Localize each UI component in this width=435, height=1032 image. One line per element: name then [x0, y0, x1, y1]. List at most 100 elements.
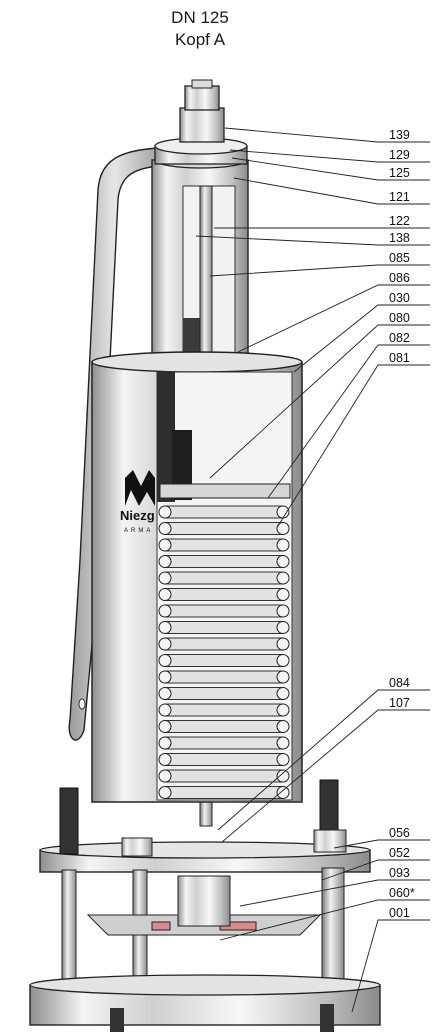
- leader-line: [221, 709, 430, 843]
- coil-section-right: [276, 571, 290, 585]
- part-label-056: 056: [389, 826, 410, 840]
- coil-section-left: [158, 505, 172, 519]
- leader-line: [293, 304, 430, 373]
- leader-line: [321, 859, 430, 881]
- part-label-082: 082: [389, 331, 410, 345]
- coil-section-left: [158, 654, 172, 667]
- coil-section-left: [158, 753, 172, 766]
- part-label-081: 081: [389, 351, 410, 365]
- leader-line: [217, 689, 430, 831]
- coil-section-right: [276, 687, 290, 700]
- coil-section-right: [276, 703, 290, 717]
- coil-section-right: [276, 654, 290, 667]
- coil-section-left: [158, 769, 172, 783]
- part-label-001: 001: [389, 906, 410, 920]
- spring-coil: [159, 786, 289, 799]
- coil-section-left: [158, 637, 172, 651]
- part-label-121: 121: [389, 190, 410, 204]
- leader-line: [333, 839, 430, 849]
- coil-section-right: [276, 720, 290, 733]
- coil-section-right: [276, 522, 290, 535]
- spring-coil: [159, 769, 289, 783]
- coil-section-right: [276, 769, 290, 783]
- spring-coil: [159, 621, 289, 634]
- spring-coil: [159, 687, 289, 700]
- coil-section-left: [158, 687, 172, 700]
- part-label-052: 052: [389, 846, 410, 860]
- part-label-107: 107: [389, 696, 410, 710]
- coil-section-left: [158, 588, 172, 601]
- part-label-030: 030: [389, 291, 410, 305]
- spring-coil: [159, 505, 289, 519]
- coil-section-right: [276, 588, 290, 601]
- coil-section-right: [276, 670, 290, 684]
- coil-section-left: [158, 555, 172, 568]
- title-line-2: Kopf A: [174, 30, 226, 49]
- part-label-125: 125: [389, 166, 410, 180]
- part-label-084: 084: [389, 676, 410, 690]
- spring-coil: [159, 736, 289, 750]
- logo-text: Niezg: [120, 508, 155, 523]
- leader-line: [233, 177, 430, 205]
- coil-section-right: [276, 621, 290, 634]
- leader-line: [219, 899, 430, 941]
- coil-section-left: [158, 571, 172, 585]
- part-label-138: 138: [389, 231, 410, 245]
- part-label-093: 093: [389, 866, 410, 880]
- logo-mark: [125, 470, 155, 506]
- spring-coil: [159, 753, 289, 766]
- part-labels: 139 129 125 121 122 138 085 086 030 080 082 081 084 1…: [195, 127, 430, 1013]
- logo-subtext: ARMA: [124, 528, 153, 534]
- leader-line: [267, 344, 430, 499]
- part-label-086: 086: [389, 271, 410, 285]
- part-label-139: 139: [389, 128, 410, 142]
- coil-section-left: [158, 538, 172, 552]
- spring-coil: [159, 522, 289, 535]
- leader-line: [231, 157, 430, 181]
- leader-line: [209, 324, 430, 479]
- coil-section-left: [158, 786, 172, 799]
- spring-coil: [159, 588, 289, 601]
- coil-section-right: [276, 637, 290, 651]
- leader-line: [351, 919, 430, 1013]
- leader-line: [224, 127, 430, 143]
- coil-section-right: [276, 786, 290, 799]
- spring-coil: [159, 654, 289, 667]
- part-label-060star: 060*: [389, 886, 415, 900]
- part-label-129: 129: [389, 148, 410, 162]
- title-line-1: DN 125: [171, 8, 229, 27]
- spring-coil: [159, 538, 289, 552]
- coil-section-left: [158, 736, 172, 750]
- leader-line: [277, 364, 430, 527]
- coil-section-right: [276, 555, 290, 568]
- coil-section-left: [158, 522, 172, 535]
- coil-section-right: [276, 604, 290, 618]
- spring-coil: [159, 571, 289, 585]
- leader-line: [195, 235, 430, 246]
- part-label-080: 080: [389, 311, 410, 325]
- spring-coil: [159, 555, 289, 568]
- coil-section-right: [276, 753, 290, 766]
- spring-coil: [159, 670, 289, 684]
- leader-line: [209, 264, 430, 277]
- leader-line: [239, 879, 430, 907]
- coil-section-right: [276, 538, 290, 552]
- leader-line: [237, 284, 430, 353]
- coil-section-left: [158, 720, 172, 733]
- coil-section-left: [158, 703, 172, 717]
- top-nut: [179, 107, 225, 143]
- spring-coil: [159, 604, 289, 618]
- spring-coil: [159, 637, 289, 651]
- leader-line: [229, 149, 430, 163]
- coil-section-right: [276, 736, 290, 750]
- part-label-085: 085: [389, 251, 410, 265]
- spring: [158, 505, 290, 799]
- spring-coil: [159, 720, 289, 733]
- part-label-122: 122: [389, 214, 410, 228]
- coil-section-left: [158, 604, 172, 618]
- spring-coil: [159, 703, 289, 717]
- spring-plate: [159, 483, 291, 499]
- coil-section-left: [158, 670, 172, 684]
